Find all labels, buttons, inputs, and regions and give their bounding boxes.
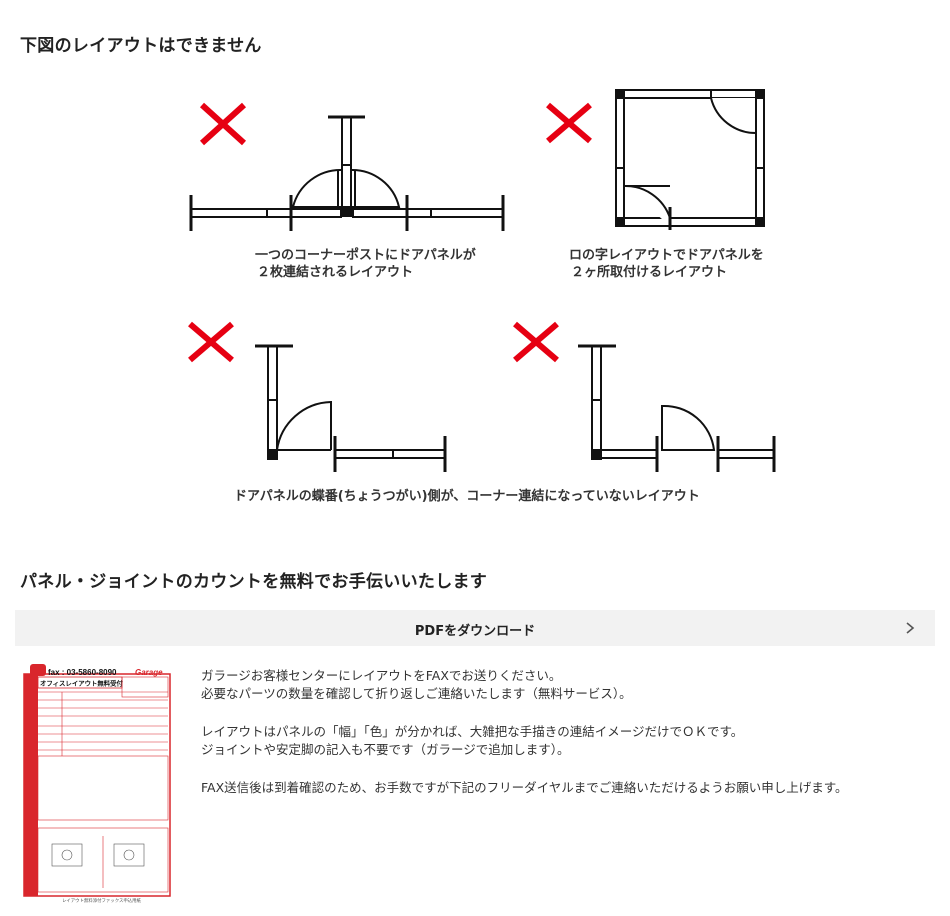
body-paragraph-2: レイアウトはパネルの「幅」「色」が分かれば、大雑把な手描きの連結イメージだけでＯ… bbox=[201, 723, 743, 759]
body-paragraph-1: ガラージお客様センターにレイアウトをFAXでお送りください。 必要なパーツの数量… bbox=[201, 667, 632, 703]
fax-form-illustration: fax : 03-5860-8090 Garage オフィスレイアウト無料受付 … bbox=[22, 664, 172, 904]
diagram-corner-post-two-doors-svg bbox=[189, 102, 505, 231]
section-heading-count-service: パネル・ジョイントのカウントを無料でお手伝いいたします bbox=[20, 572, 488, 592]
body-line: ガラージお客様センターにレイアウトをFAXでお送りください。 bbox=[201, 668, 562, 683]
form-title-text: オフィスレイアウト無料受付 bbox=[40, 679, 124, 688]
brand-logo-text: Garage bbox=[135, 668, 163, 677]
cross-icon bbox=[513, 321, 559, 363]
diagram-hinge-not-corner-a-svg bbox=[188, 321, 447, 472]
caption-corner-post-two-doors: 一つのコーナーポストにドアパネルが ２枚連結されるレイアウト bbox=[255, 247, 476, 281]
diagram-hinge-not-corner-b bbox=[510, 318, 790, 478]
fax-form-thumbnail: fax : 03-5860-8090 Garage オフィスレイアウト無料受付 … bbox=[22, 664, 172, 904]
body-paragraph-3: FAX送信後は到着確認のため、お手数ですが下記のフリーダイヤルまでご連絡いただけ… bbox=[201, 779, 848, 797]
diagram-ro-layout-two-doors bbox=[540, 85, 780, 235]
cross-icon bbox=[199, 102, 247, 146]
body-line: FAX送信後は到着確認のため、お手数ですが下記のフリーダイヤルまでご連絡いただけ… bbox=[201, 780, 848, 795]
fax-number-text: fax : 03-5860-8090 bbox=[48, 668, 117, 677]
diagram-corner-post-two-doors bbox=[185, 95, 515, 235]
form-footer-text: レイアウト無料添付ファックス申込用紙 bbox=[62, 897, 142, 904]
caption-hinge-not-corner: ドアパネルの蝶番(ちょうつがい)側が、コーナー連結になっていないレイアウト bbox=[234, 489, 700, 504]
form-badge bbox=[30, 664, 46, 676]
caption-line: ２枚連結されるレイアウト bbox=[257, 265, 414, 280]
pdf-download-button[interactable]: PDFをダウンロード bbox=[15, 610, 935, 646]
chevron-right-icon bbox=[906, 622, 915, 634]
pdf-download-label: PDFをダウンロード bbox=[414, 624, 536, 639]
body-line: レイアウトはパネルの「幅」「色」が分かれば、大雑把な手描きの連結イメージだけでＯ… bbox=[201, 724, 744, 739]
section-heading-unavailable-layouts: 下図のレイアウトはできません bbox=[20, 36, 262, 56]
cross-icon bbox=[546, 102, 592, 144]
diagram-hinge-not-corner-a bbox=[185, 318, 465, 478]
caption-ro-layout-two-doors: ロの字レイアウトでドアパネルを ２ヶ所取付けるレイアウト bbox=[569, 247, 764, 281]
cross-icon bbox=[188, 321, 234, 363]
caption-line: ロの字レイアウトでドアパネルを bbox=[569, 248, 764, 263]
body-line: ジョイントや安定脚の記入も不要です（ガラージで追加します）。 bbox=[201, 742, 570, 757]
caption-line: 一つのコーナーポストにドアパネルが bbox=[255, 248, 476, 263]
diagram-ro-layout-two-doors-svg bbox=[546, 89, 765, 230]
diagram-hinge-not-corner-b-svg bbox=[513, 321, 776, 472]
body-line: 必要なパーツの数量を確認して折り返しご連絡いたします（無料サービス）。 bbox=[201, 686, 632, 701]
caption-line: ２ヶ所取付けるレイアウト bbox=[571, 265, 728, 280]
